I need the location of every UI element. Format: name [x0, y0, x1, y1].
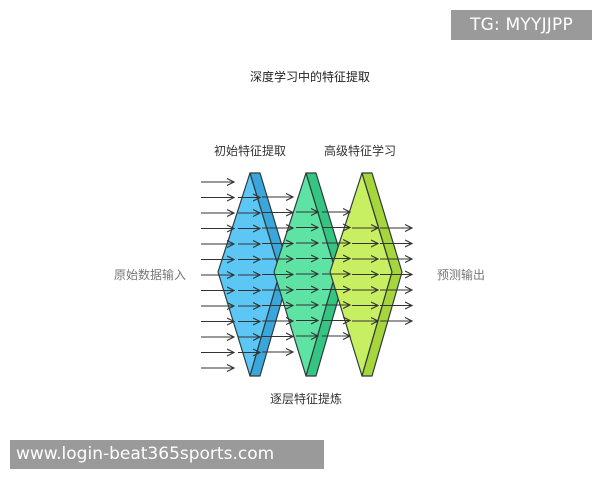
diagram-title: 深度学习中的特征提取 — [250, 70, 371, 84]
watermark-tg: TG: MYYJJPP — [451, 10, 592, 40]
label-raw-data-input: 原始数据输入 — [114, 268, 187, 282]
label-prediction-output: 预测输出 — [437, 268, 486, 282]
label-initial-feature-extraction: 初始特征提取 — [214, 144, 287, 158]
watermark-url: www.login-beat365sports.com — [10, 440, 324, 469]
label-advanced-feature-learning: 高级特征学习 — [324, 144, 397, 158]
label-layerwise-refinement: 逐层特征提炼 — [270, 392, 343, 406]
